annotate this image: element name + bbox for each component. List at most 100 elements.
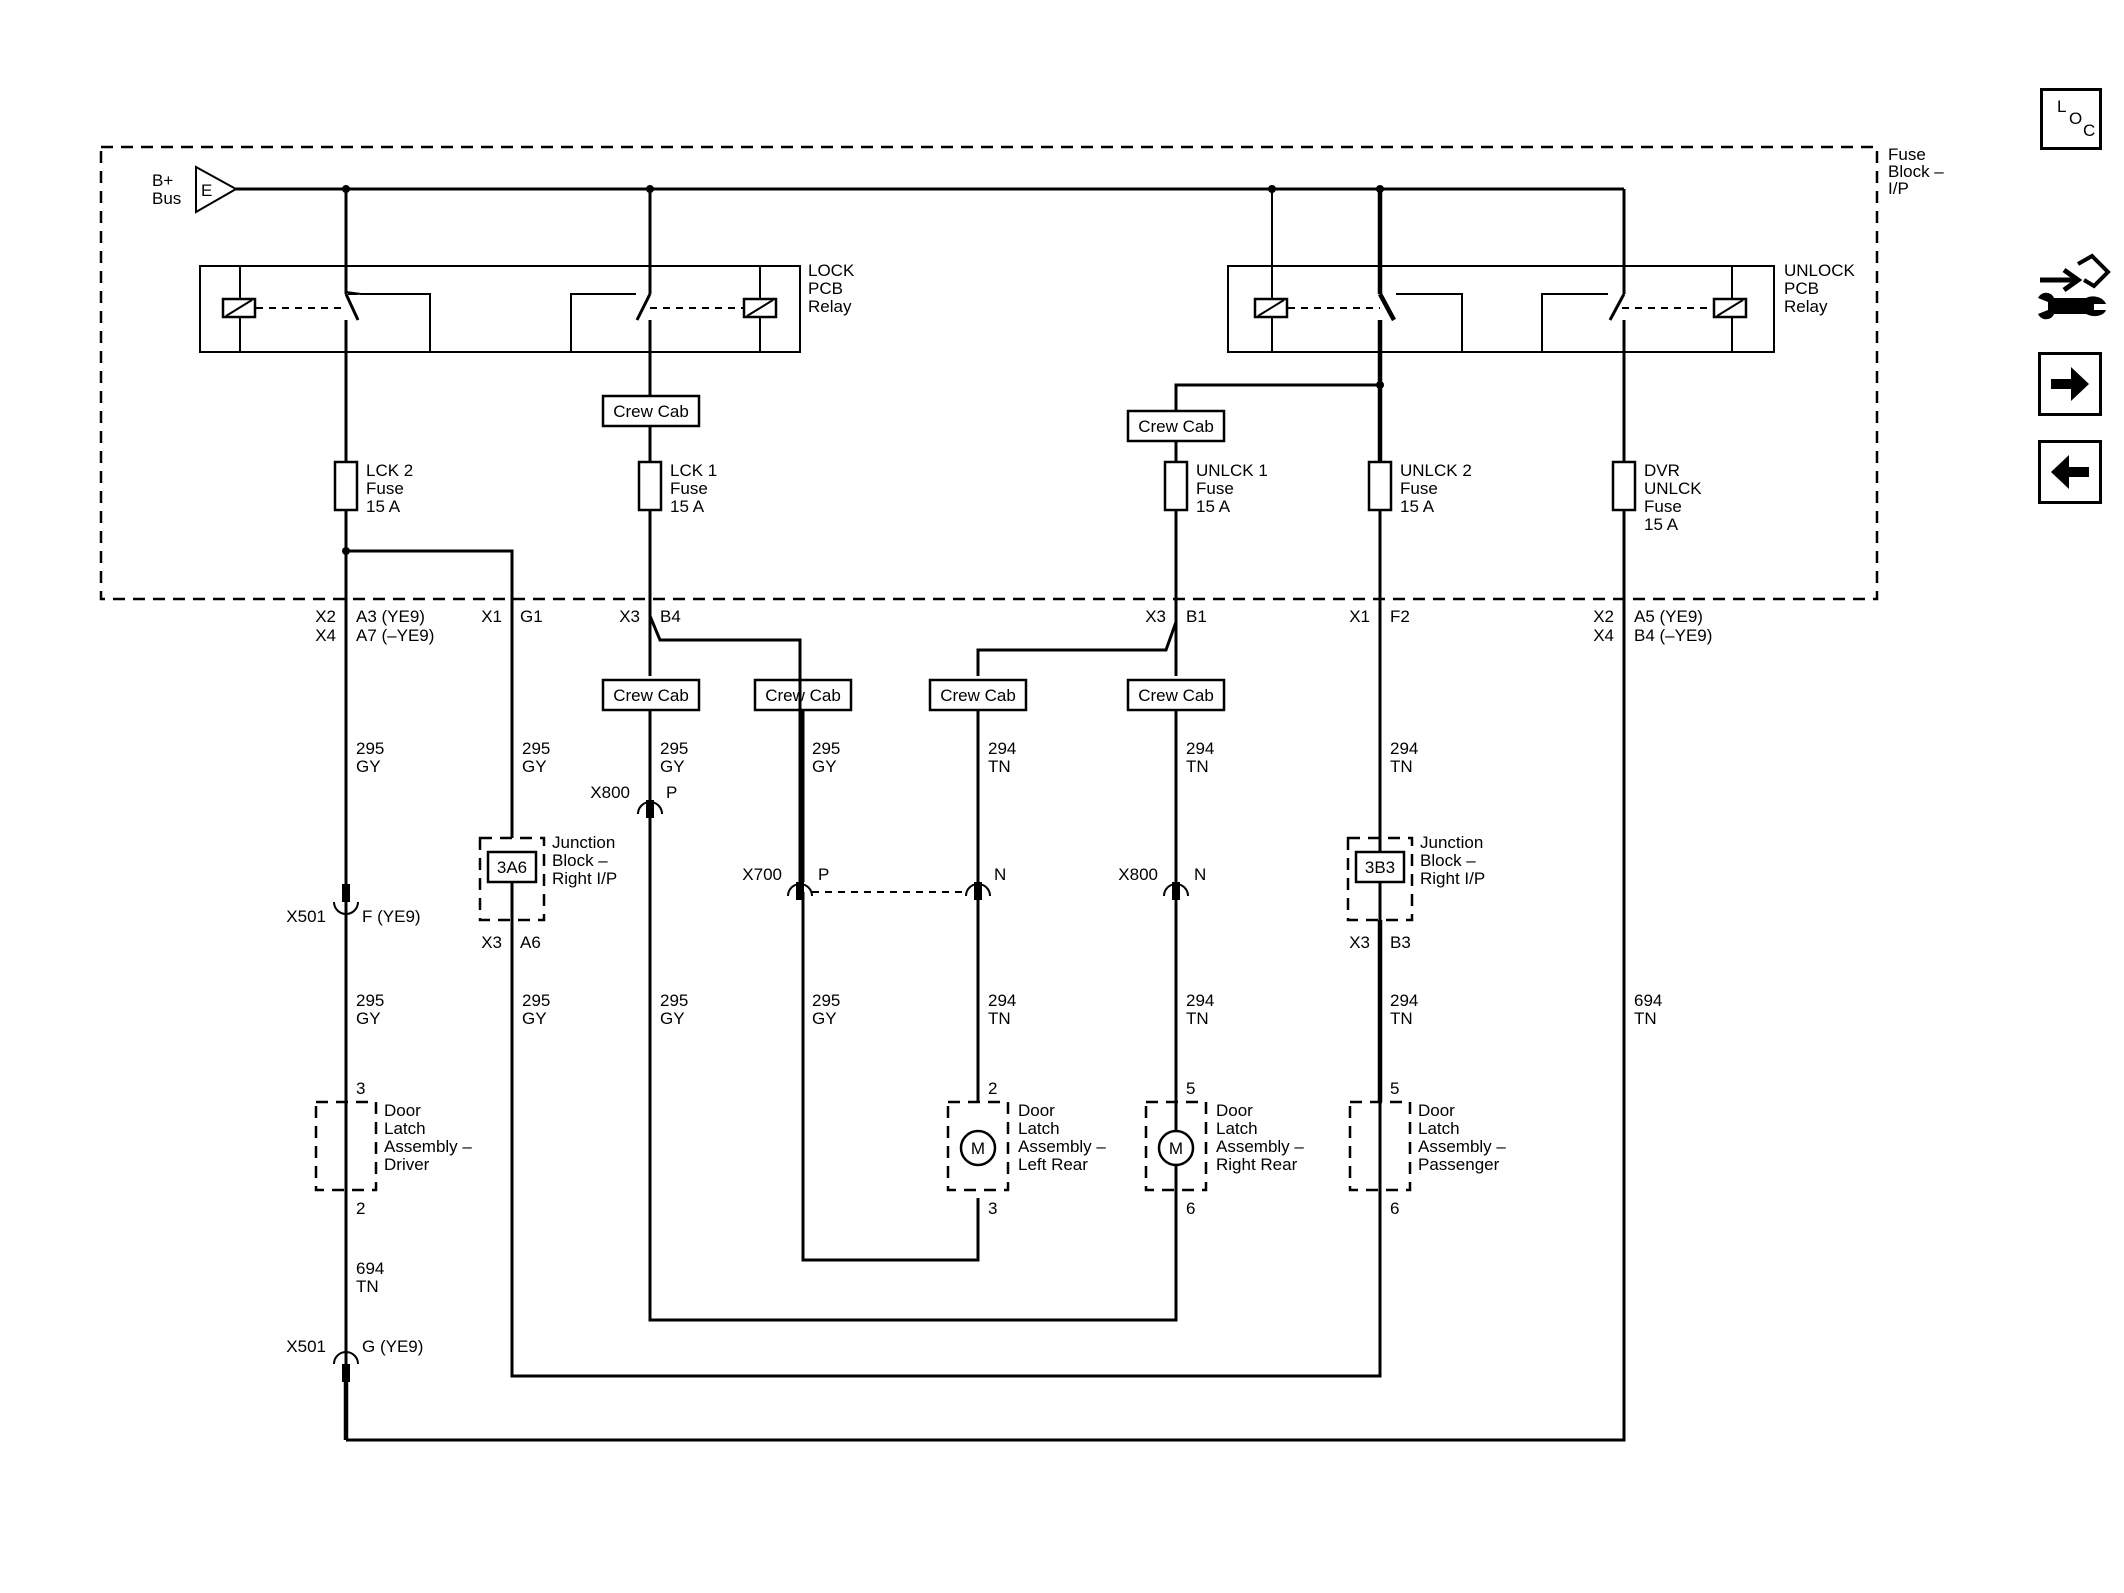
lock-pcb-relay: LOCK PCB Relay xyxy=(199,189,855,353)
inline-connector-x501-f: X501 F (YE9) xyxy=(286,884,421,926)
svg-text:TN: TN xyxy=(356,1277,379,1296)
svg-text:15 A: 15 A xyxy=(1644,515,1679,534)
door-latch-passenger: 5 6 Door Latch Assembly – Passenger xyxy=(1348,1079,1506,1218)
svg-text:Door: Door xyxy=(1216,1101,1253,1120)
svg-text:3: 3 xyxy=(356,1079,365,1098)
svg-text:15 A: 15 A xyxy=(1196,497,1231,516)
svg-text:Fuse: Fuse xyxy=(1644,497,1682,516)
svg-text:5: 5 xyxy=(1390,1079,1399,1098)
loc-letter-o: O xyxy=(2069,109,2083,128)
svg-text:GY: GY xyxy=(660,757,685,776)
svg-text:I/P: I/P xyxy=(1888,179,1909,198)
svg-text:3: 3 xyxy=(988,1199,997,1218)
door-latch-driver: 3 2 Door Latch Assembly – Driver xyxy=(314,1079,472,1218)
crew-cab-label: Crew Cab xyxy=(1126,409,1226,443)
svg-text:Passenger: Passenger xyxy=(1418,1155,1500,1174)
svg-text:UNLCK 1: UNLCK 1 xyxy=(1196,461,1268,480)
loc-button[interactable]: L O C xyxy=(2040,88,2102,150)
svg-text:N: N xyxy=(994,865,1006,884)
fuse-unlck1-label: UNLCK 1 Fuse 15 A xyxy=(1196,461,1268,516)
svg-text:Right Rear: Right Rear xyxy=(1216,1155,1298,1174)
door-latch-right-rear: M 5 6 Door Latch Assembly – Right Rear xyxy=(1144,1079,1304,1218)
fuse-lck1-label: LCK 1 Fuse 15 A xyxy=(670,461,717,516)
fuse-lck2-label: LCK 2 Fuse 15 A xyxy=(366,461,413,516)
crew-cab-label: Crew Cab xyxy=(1126,678,1226,712)
svg-text:DVR: DVR xyxy=(1644,461,1680,480)
connector-c5: X1 F2 xyxy=(1349,607,1410,626)
svg-text:295: 295 xyxy=(660,739,688,758)
svg-text:Door: Door xyxy=(1418,1101,1455,1120)
svg-text:UNLOCK: UNLOCK xyxy=(1784,261,1856,280)
svg-text:X501: X501 xyxy=(286,1337,326,1356)
svg-text:A6: A6 xyxy=(520,933,541,952)
svg-text:X800: X800 xyxy=(590,783,630,802)
svg-text:TN: TN xyxy=(1634,1009,1657,1028)
svg-text:295: 295 xyxy=(356,991,384,1010)
bplus-bus: B+ Bus E xyxy=(152,165,1624,214)
svg-text:X800: X800 xyxy=(1118,865,1158,884)
svg-text:GY: GY xyxy=(356,757,381,776)
connector-c6: X2 X4 A5 (YE9) B4 (–YE9) xyxy=(1593,607,1712,645)
crew-cab-label: Crew Cab xyxy=(928,678,1028,712)
motor-icon: M xyxy=(971,1139,985,1158)
svg-text:B4 (–YE9): B4 (–YE9) xyxy=(1634,626,1712,645)
svg-text:Door: Door xyxy=(1018,1101,1055,1120)
svg-text:TN: TN xyxy=(1390,1009,1413,1028)
svg-text:295: 295 xyxy=(812,739,840,758)
svg-text:N: N xyxy=(1194,865,1206,884)
junction-block-left: 3A6 Junction Block – Right I/P X3 A6 xyxy=(478,833,617,952)
lck1-circuit xyxy=(637,320,802,676)
svg-text:GY: GY xyxy=(812,757,837,776)
svg-text:294: 294 xyxy=(988,739,1016,758)
svg-text:P: P xyxy=(666,783,677,802)
wrench-tools-icon xyxy=(2038,253,2111,320)
connector-c1: X2 X4 A3 (YE9) A7 (–YE9) xyxy=(315,607,434,645)
svg-text:GY: GY xyxy=(356,1009,381,1028)
crew-cab-label: Crew Cab xyxy=(601,394,701,428)
svg-text:Relay: Relay xyxy=(808,297,852,316)
inline-connector-x800-n: X800 N xyxy=(1118,865,1206,900)
svg-text:Block –: Block – xyxy=(1420,851,1476,870)
svg-text:B3: B3 xyxy=(1390,933,1411,952)
svg-text:P: P xyxy=(818,865,829,884)
svg-text:295: 295 xyxy=(356,739,384,758)
svg-text:A5 (YE9): A5 (YE9) xyxy=(1634,607,1703,626)
svg-text:G (YE9): G (YE9) xyxy=(362,1337,423,1356)
svg-text:Relay: Relay xyxy=(1784,297,1828,316)
svg-text:TN: TN xyxy=(1186,1009,1209,1028)
svg-text:15 A: 15 A xyxy=(1400,497,1435,516)
svg-text:294: 294 xyxy=(988,991,1016,1010)
loc-letter-l: L xyxy=(2057,97,2067,116)
svg-text:5: 5 xyxy=(1186,1079,1195,1098)
svg-text:PCB: PCB xyxy=(1784,279,1819,298)
svg-text:X3: X3 xyxy=(1145,607,1166,626)
svg-text:F2: F2 xyxy=(1390,607,1410,626)
svg-text:2: 2 xyxy=(356,1199,365,1218)
svg-text:295: 295 xyxy=(522,739,550,758)
svg-text:TN: TN xyxy=(988,757,1011,776)
svg-text:X501: X501 xyxy=(286,907,326,926)
arrow-right-icon xyxy=(2051,367,2089,401)
svg-text:TN: TN xyxy=(1186,757,1209,776)
connector-c3: X3 B4 xyxy=(619,607,681,626)
svg-text:UNLCK 2: UNLCK 2 xyxy=(1400,461,1472,480)
svg-text:Latch: Latch xyxy=(1216,1119,1258,1138)
wrench-tools-button[interactable] xyxy=(2034,252,2114,324)
svg-text:Latch: Latch xyxy=(1418,1119,1460,1138)
prev-page-button[interactable] xyxy=(2038,440,2102,504)
next-page-button[interactable] xyxy=(2038,352,2102,416)
svg-text:GY: GY xyxy=(522,757,547,776)
svg-text:A3 (YE9): A3 (YE9) xyxy=(356,607,425,626)
svg-text:Latch: Latch xyxy=(1018,1119,1060,1138)
svg-text:Driver: Driver xyxy=(384,1155,430,1174)
svg-text:G1: G1 xyxy=(520,607,543,626)
svg-text:294: 294 xyxy=(1390,739,1418,758)
